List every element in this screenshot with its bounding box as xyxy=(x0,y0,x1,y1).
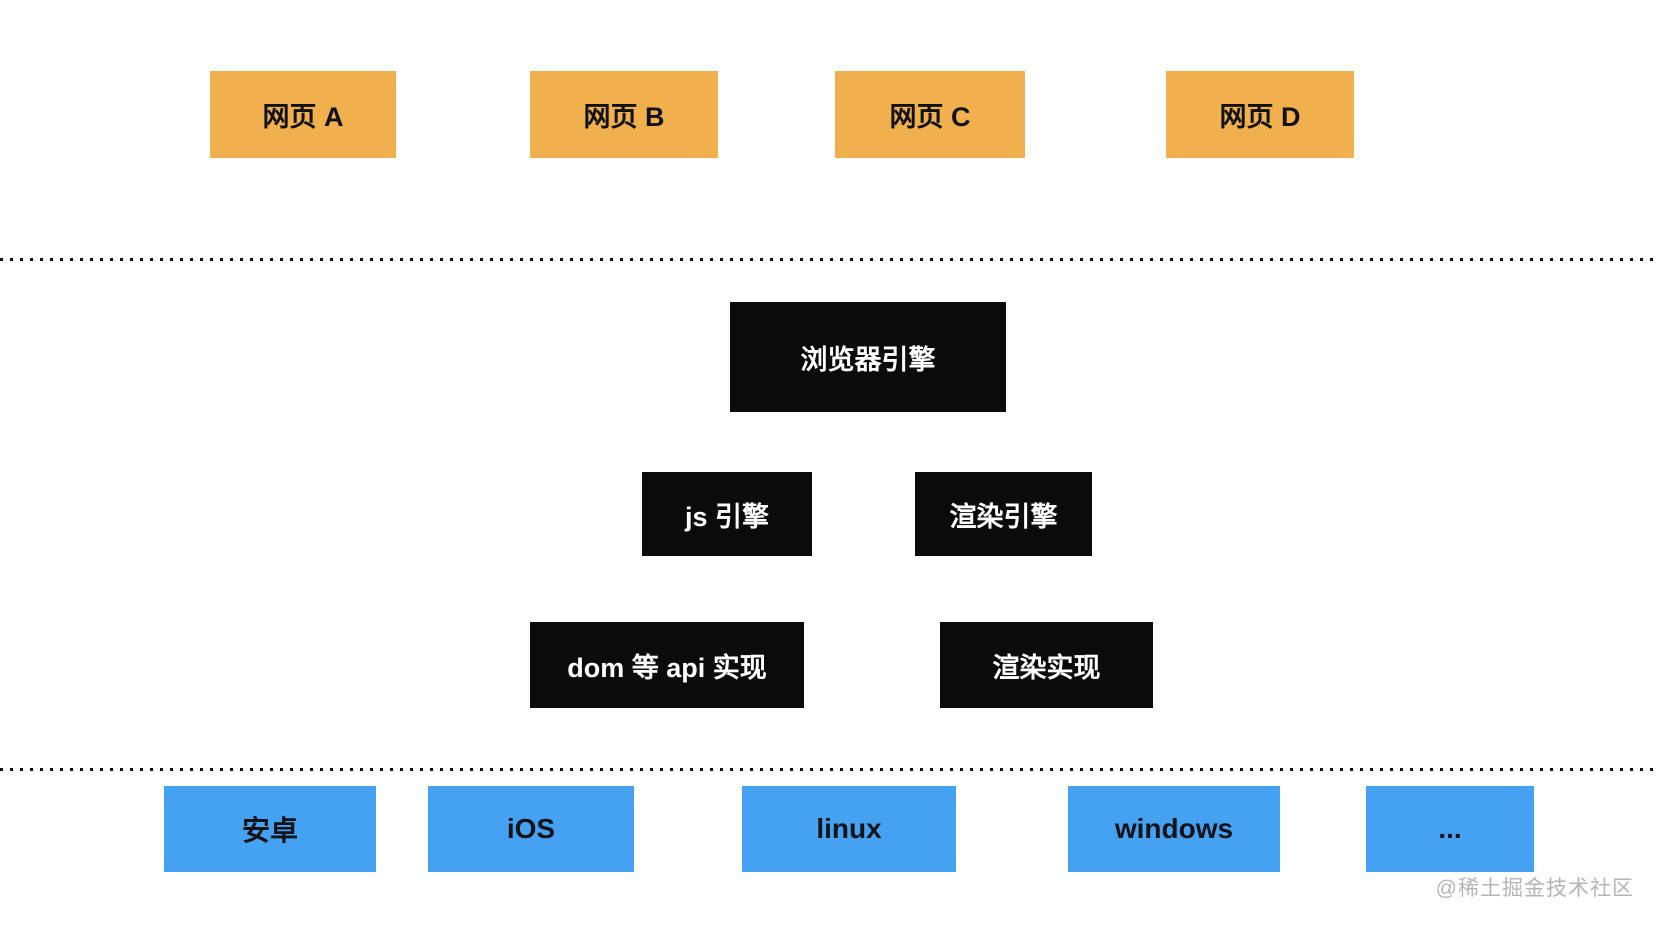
platform-linux-box: linux xyxy=(742,786,956,872)
platform-ios-box: iOS xyxy=(428,786,634,872)
dotted-separator-top xyxy=(0,258,1656,261)
webpage-a-box: 网页 A xyxy=(210,71,396,158)
webpage-d-box: 网页 D xyxy=(1166,71,1354,158)
platform-more-box: ... xyxy=(1366,786,1534,872)
render-implementation-box: 渲染实现 xyxy=(940,622,1153,708)
webpage-b-box: 网页 B xyxy=(530,71,718,158)
webpage-c-box: 网页 C xyxy=(835,71,1025,158)
browser-engine-box: 浏览器引擎 xyxy=(730,302,1006,412)
dom-api-implementation-box: dom 等 api 实现 xyxy=(530,622,804,708)
watermark-text: @稀土掘金技术社区 xyxy=(1435,877,1634,900)
platform-android-box: 安卓 xyxy=(164,786,376,872)
render-engine-box: 渲染引擎 xyxy=(915,472,1092,556)
dotted-separator-bottom xyxy=(0,768,1656,771)
platform-windows-box: windows xyxy=(1068,786,1280,872)
js-engine-box: js 引擎 xyxy=(642,472,812,556)
